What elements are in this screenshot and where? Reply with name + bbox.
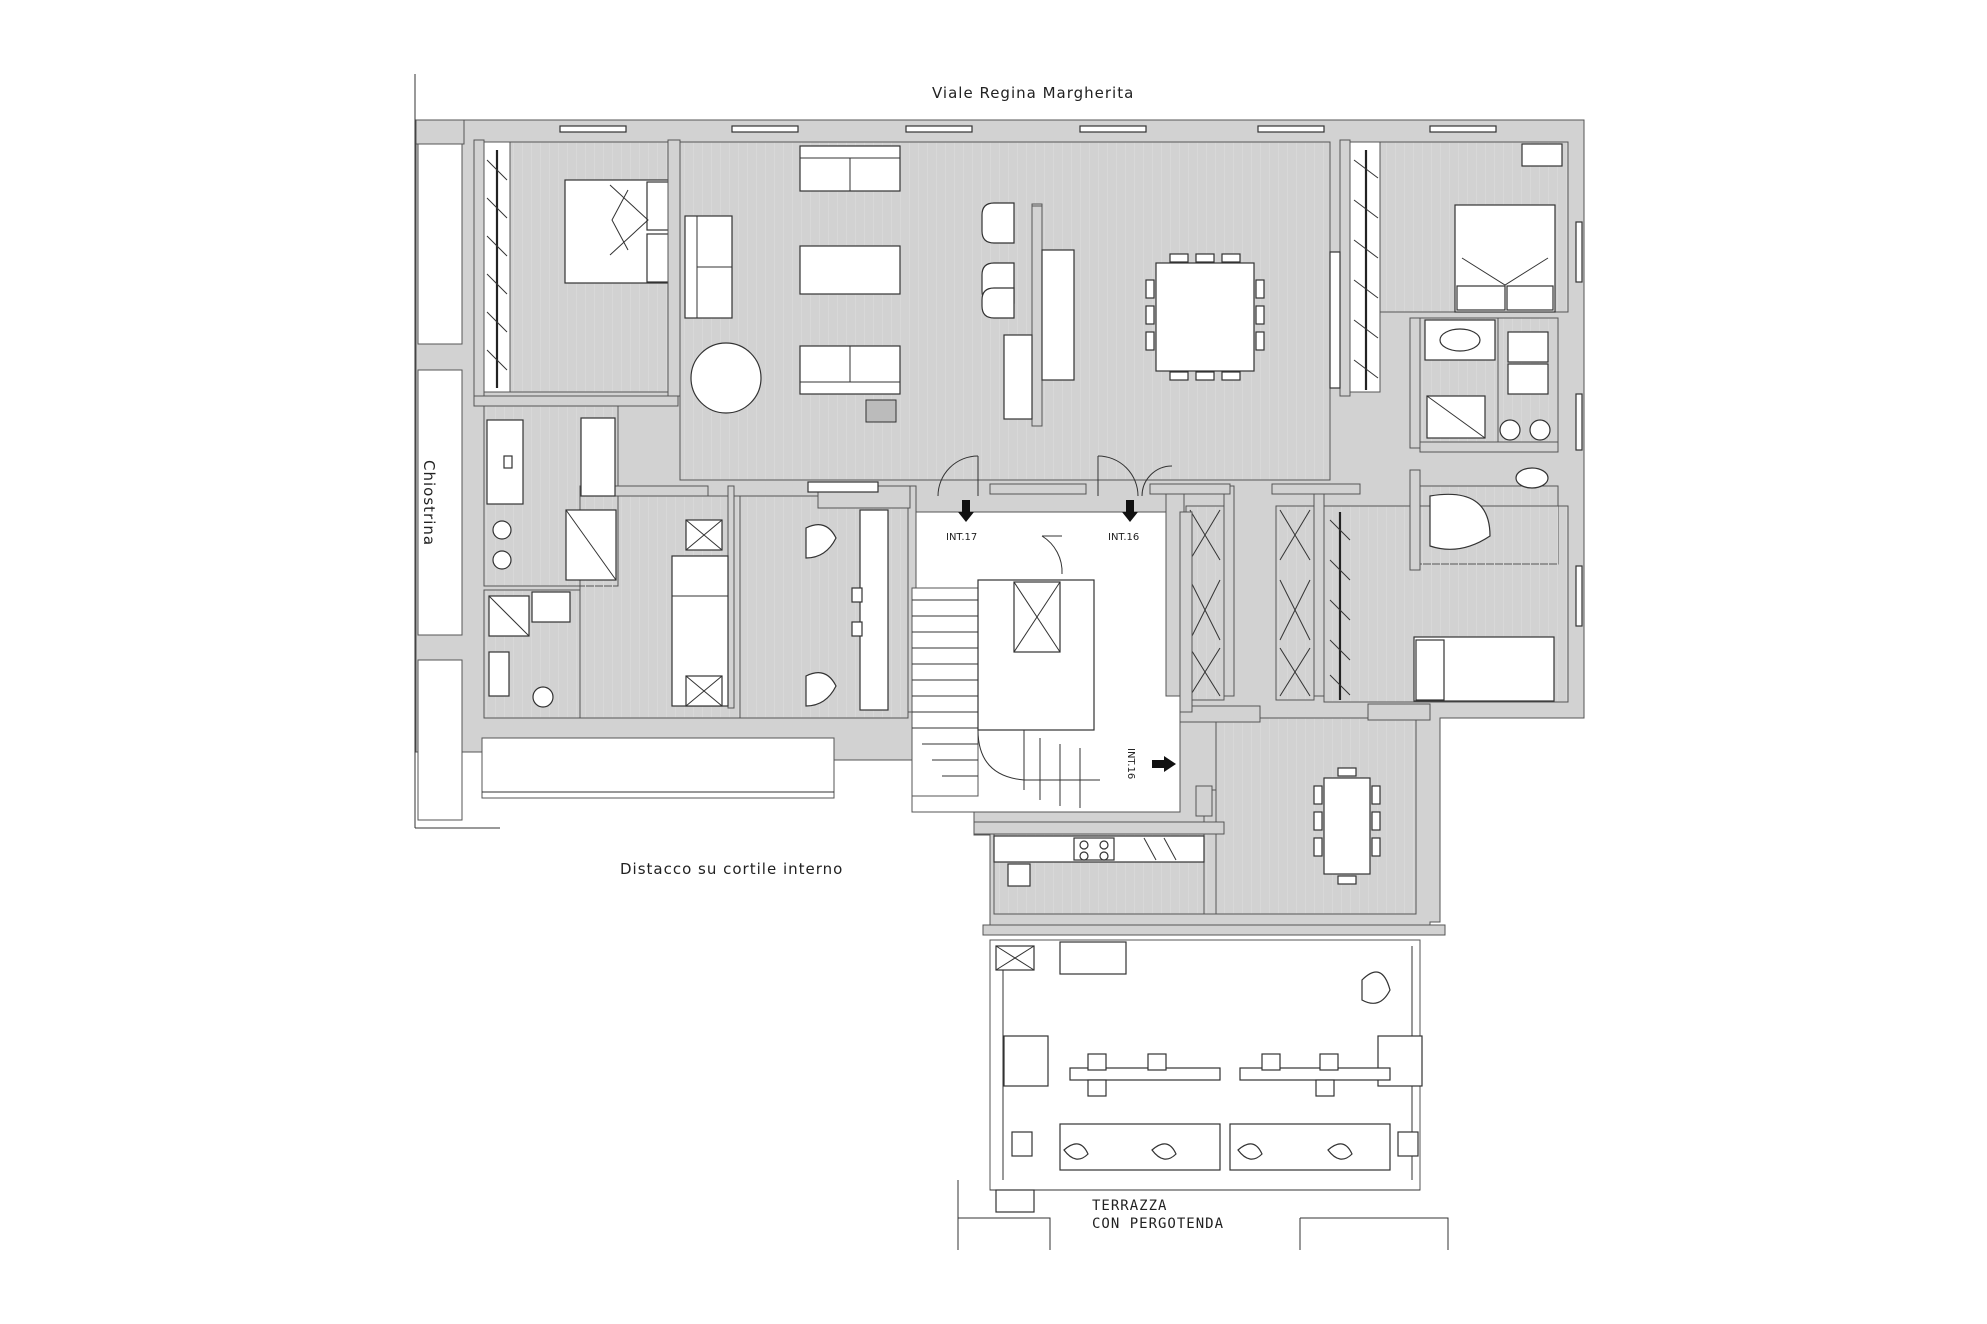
site-lines <box>414 74 1449 1250</box>
windows-top <box>559 125 1583 627</box>
balcony-left <box>481 737 835 799</box>
studio-furniture <box>805 481 889 711</box>
living-sofas <box>684 145 901 423</box>
tv-wall <box>981 202 1075 427</box>
street-label: Viale Regina Margherita <box>932 84 1134 102</box>
wardrobe-left-hangers <box>486 150 508 388</box>
staircase <box>911 511 1193 808</box>
arrow-up-icon <box>1122 500 1138 522</box>
round-table <box>690 342 762 414</box>
entrance-doors <box>937 455 1176 772</box>
bed-right-lower <box>1329 512 1555 702</box>
courtyard-gap-label: Distacco su cortile interno <box>620 860 843 878</box>
room-closet-center-2 <box>1275 505 1315 701</box>
unit-17-label: INT.17 <box>946 532 977 543</box>
unit-16-stair-label: INT.16 <box>1125 748 1136 779</box>
bed-right <box>1329 143 1563 390</box>
bed-left <box>564 179 673 284</box>
kitchen <box>993 835 1205 887</box>
terrace-label-line2: CON PERGOTENDA <box>1092 1216 1224 1232</box>
terrace-furniture <box>995 941 1423 1213</box>
closets-x <box>1189 509 1311 697</box>
courtyard-side-label: Chiostrina <box>420 460 438 546</box>
bath-right-fixtures <box>1424 319 1551 550</box>
arrow-up-icon <box>958 500 974 522</box>
unit-16-label: INT.16 <box>1108 532 1139 543</box>
courtyard-left-walls <box>415 119 465 821</box>
dining-table-kitchen <box>1313 767 1381 885</box>
utility-left <box>671 519 729 707</box>
terrace-label-line1: TERRAZZA <box>1092 1198 1167 1214</box>
arrow-right-icon <box>1152 756 1176 772</box>
dining-table-main <box>1145 253 1265 381</box>
bath-left-fixtures <box>486 417 617 708</box>
